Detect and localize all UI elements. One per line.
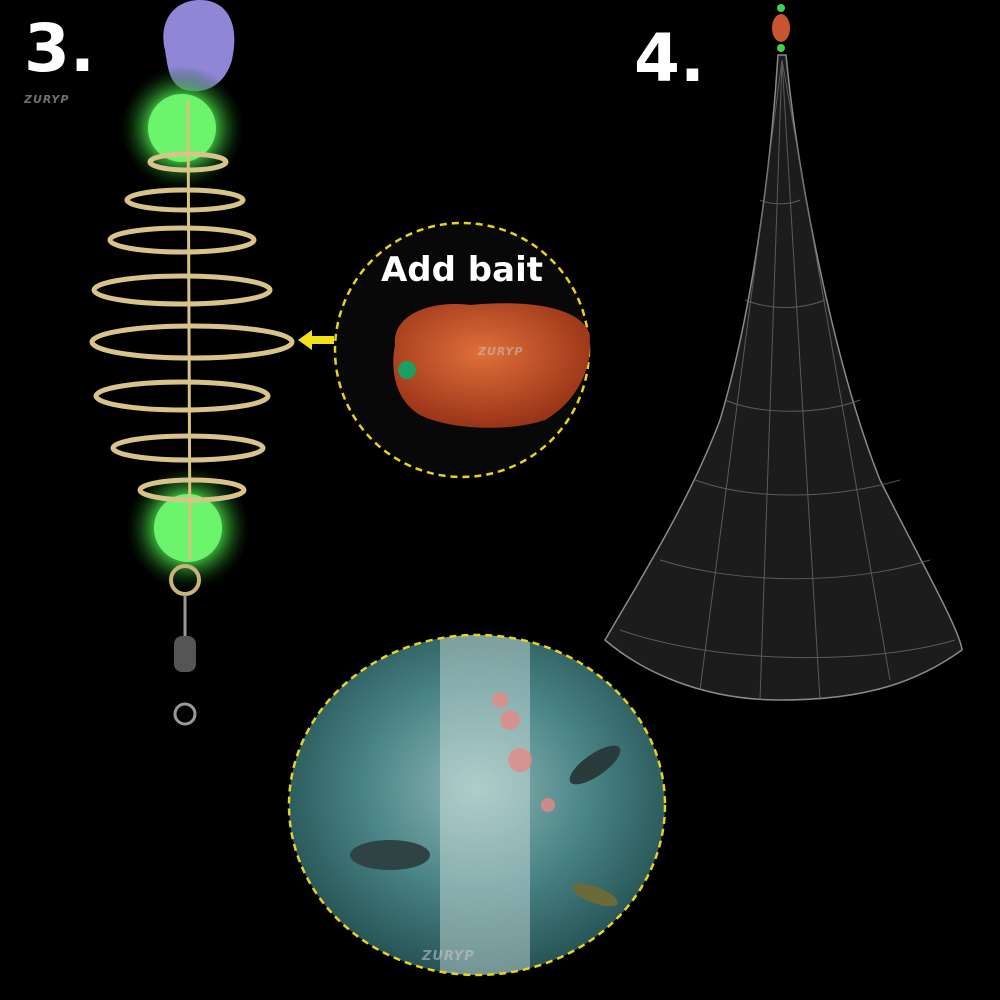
swivel (174, 636, 196, 672)
add-bait-label: Add bait (380, 250, 543, 290)
step-number-3: 3. (24, 10, 95, 87)
watermark: ZURYP (422, 949, 475, 964)
bait-ball (393, 303, 591, 428)
step-number-4: 4. (634, 20, 705, 97)
fish (572, 883, 618, 907)
watermark: ZURYP (24, 93, 70, 106)
watermark: ZURYP (478, 345, 524, 358)
bait-callout-circle (333, 221, 591, 479)
underwater-circle (287, 633, 667, 977)
arrow-left-icon (298, 330, 334, 350)
fish (350, 840, 430, 870)
cast-net (604, 4, 963, 701)
fish (569, 745, 621, 785)
spring-feeder (89, 0, 295, 726)
